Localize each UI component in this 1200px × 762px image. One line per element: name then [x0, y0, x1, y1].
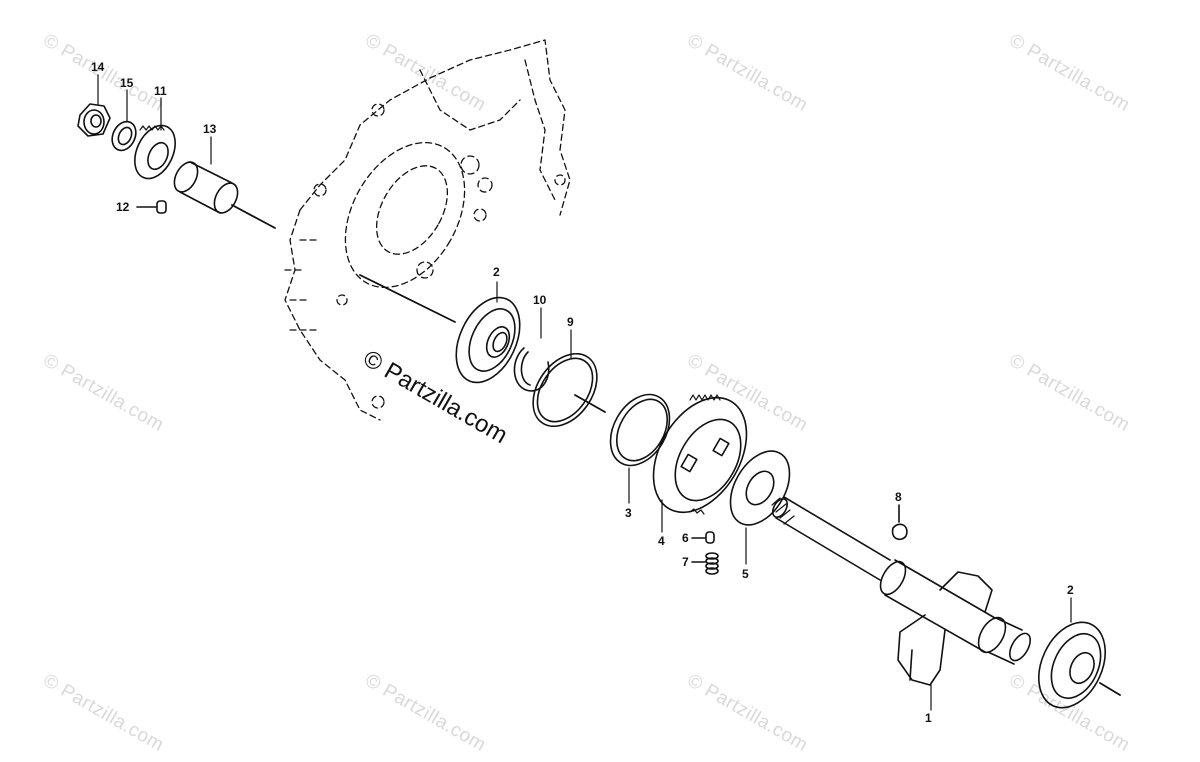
key-part-8: [891, 504, 908, 541]
sleeve-part-13: [173, 161, 239, 214]
callout-11: 11: [154, 84, 167, 98]
crankcase-outline: [284, 39, 571, 421]
pin-part-12: [136, 200, 167, 214]
callout-6: 6: [682, 531, 689, 545]
callout-9: 9: [567, 315, 574, 329]
callout-15: 15: [120, 76, 134, 90]
callout-2: 2: [493, 265, 500, 279]
callout-leaders: [97, 74, 1072, 711]
circlip-part-10: [513, 347, 550, 392]
shim-part-9: [532, 352, 598, 428]
callout-14: 14: [91, 60, 105, 74]
callout-13: 13: [203, 122, 217, 136]
bearing-part-2: [1038, 621, 1106, 709]
callout-5: 5: [742, 567, 749, 581]
callout-7: 7: [682, 555, 689, 569]
washer-part-15: [111, 120, 137, 152]
callout-10: 10: [533, 293, 547, 307]
gear-part-11: [134, 124, 176, 180]
pin-part-6: [691, 531, 715, 544]
washer-part-5: [729, 450, 791, 526]
bearing-part-2: [455, 296, 521, 384]
callout-4: 4: [658, 534, 665, 548]
washer-part-3: [609, 393, 671, 467]
callout-1: 1: [925, 711, 932, 725]
callout-2: 2: [1067, 583, 1074, 597]
kick-shaft-part-1: [771, 496, 1032, 686]
callout-3: 3: [625, 506, 632, 520]
callout-12: 12: [116, 200, 130, 214]
nut-part-14: [77, 103, 111, 137]
spring-part-7: [691, 552, 719, 575]
callout-8: 8: [895, 490, 902, 504]
gear-part-4: [652, 394, 748, 515]
shaft-centerline: [231, 204, 1121, 696]
